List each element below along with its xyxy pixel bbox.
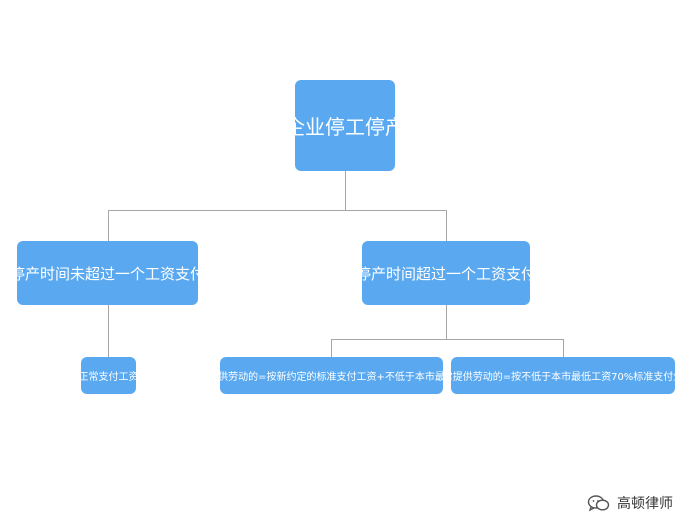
watermark-text: 高顿律师 (617, 496, 673, 512)
branch-node-under-one-cycle: 停工停产时间未超过一个工资支付周期 (17, 241, 198, 305)
connector-to-branch-right (446, 210, 447, 241)
watermark: 高顿律师 (587, 493, 673, 513)
connector-level2-horizontal (108, 210, 446, 211)
connector-to-leaf-middle (331, 339, 332, 357)
connector-branch-left-down (108, 305, 109, 357)
branch-node-label: 停工停产时间未超过一个工资支付周期 (17, 264, 198, 283)
connector-to-branch-left (108, 210, 109, 241)
connector-level3-horizontal (331, 339, 563, 340)
wechat-icon (587, 495, 610, 512)
root-node: 企业停工停产 (295, 80, 395, 171)
leaf-node-normal-pay: 正常支付工资 (81, 357, 136, 394)
branch-node-label: 停工停产时间超过一个工资支付周期 (362, 264, 530, 283)
leaf-node-label: 正常支付工资 (81, 372, 136, 383)
leaf-node-non-working-employees: 未正常提供劳动的=按不低于本市最低工资70%标准支付生活费 (451, 357, 675, 394)
leaf-node-label: 正常提供劳动的=按新约定的标准支付工资+不低于本市最低工资 (220, 372, 443, 383)
root-node-label: 企业停工停产 (295, 115, 395, 139)
branch-node-over-one-cycle: 停工停产时间超过一个工资支付周期 (362, 241, 530, 305)
connector-branch-right-down (446, 305, 447, 339)
connector-to-leaf-right (563, 339, 564, 357)
connector-root-down (345, 171, 346, 210)
leaf-node-label: 未正常提供劳动的=按不低于本市最低工资70%标准支付生活费 (451, 372, 675, 383)
leaf-node-working-employees: 正常提供劳动的=按新约定的标准支付工资+不低于本市最低工资 (220, 357, 443, 394)
